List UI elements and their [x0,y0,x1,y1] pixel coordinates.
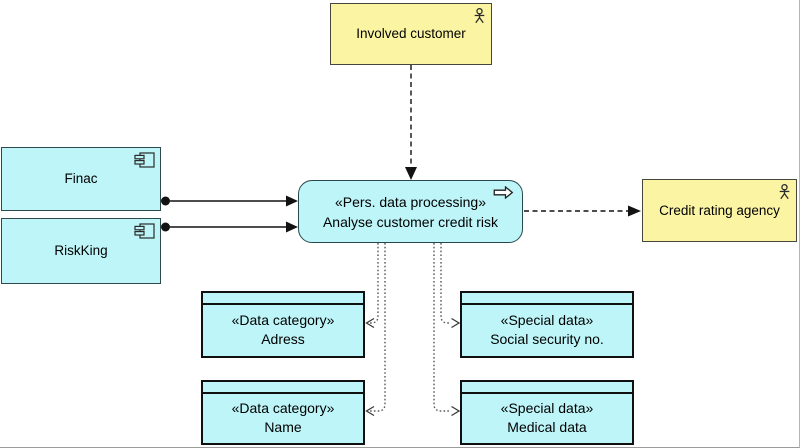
node-label: Social security no. [490,331,604,347]
node-analyse-customer-credit-risk[interactable]: «Pers. data processing» Analyse customer… [298,180,523,243]
edge-process-to-adress[interactable] [365,243,379,329]
node-involved-customer[interactable]: Involved customer [330,3,492,65]
node-stereotype: «Data category» [231,400,335,416]
open-arrowhead-icon [365,405,375,417]
component-icon [134,223,155,239]
node-stereotype: «Pers. data processing» [335,193,486,210]
process-arrow-icon [493,186,514,199]
ball-end-icon [161,196,170,206]
data-object-header [462,382,632,394]
node-name[interactable]: «Data category» Name [201,380,365,445]
node-finac[interactable]: Finac [1,147,161,211]
edge-line [440,243,451,324]
open-arrowhead-icon [365,317,375,329]
node-label: Analyse customer credit risk [322,213,499,230]
edge-process-to-medical-data[interactable] [433,243,461,417]
node-label: Medical data [507,419,587,435]
node-adress[interactable]: «Data category» Adress [201,291,365,358]
edge-line [433,243,451,412]
data-object-header [203,293,363,305]
edge-finac-to-process[interactable] [161,195,298,207]
ball-end-icon [161,222,170,232]
node-label: Credit rating agency [659,202,780,218]
arrowhead-icon [286,195,298,207]
arrowhead-icon [286,221,298,233]
node-stereotype: «Data category» [231,312,335,328]
node-stereotype: «Special data» [500,312,594,328]
node-label: Name [264,419,302,435]
edge-process-to-name[interactable] [365,243,386,417]
edge-riskking-to-process[interactable] [161,221,298,233]
open-arrowhead-icon [451,405,461,417]
arrowhead-icon [628,205,641,217]
actor-icon [779,184,790,200]
edge-process-to-social-security[interactable] [440,243,461,329]
node-label: RiskKing [54,243,108,258]
component-icon [134,152,155,168]
node-riskking[interactable]: RiskKing [1,218,161,284]
node-label: Adress [261,331,305,347]
arrowhead-icon [405,167,417,180]
edge-line [369,243,386,412]
node-label: Involved customer [356,26,466,41]
node-credit-rating-agency[interactable]: Credit rating agency [642,179,797,242]
data-object-header [462,293,632,305]
node-social-security-no[interactable]: «Special data» Social security no. [460,291,634,358]
actor-icon [474,8,485,24]
node-stereotype: «Special data» [500,400,594,416]
node-medical-data[interactable]: «Special data» Medical data [460,380,634,445]
edge-process-to-credit-agency[interactable] [524,205,641,217]
data-object-header [203,382,363,394]
edge-involved-customer-to-process[interactable] [405,65,417,180]
edge-line [369,243,379,324]
node-label: Finac [64,171,98,186]
open-arrowhead-icon [451,317,461,329]
